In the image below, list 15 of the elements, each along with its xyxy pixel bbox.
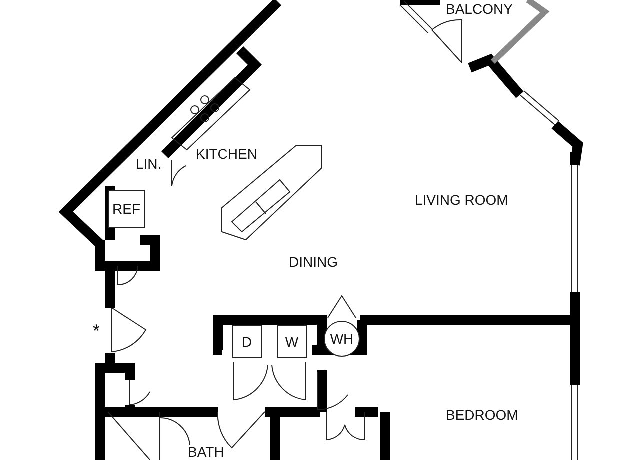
note-mark: * [93,322,100,340]
room-label: BATH [188,445,224,459]
room-label: LIN. [136,157,162,171]
appliance-label: REF [112,202,140,216]
appliance-box [108,190,145,228]
appliance-label: WH [330,332,354,346]
room-label: BALCONY [446,2,513,16]
room-label: DINING [289,255,338,269]
room-label: KITCHEN [196,147,258,161]
appliance-box [277,325,307,358]
appliance-box [232,325,262,358]
appliance-label: W [285,334,299,348]
room-label: LIVING ROOM [415,193,508,207]
appliance-label: D [242,334,252,348]
room-label: BEDROOM [446,408,518,422]
